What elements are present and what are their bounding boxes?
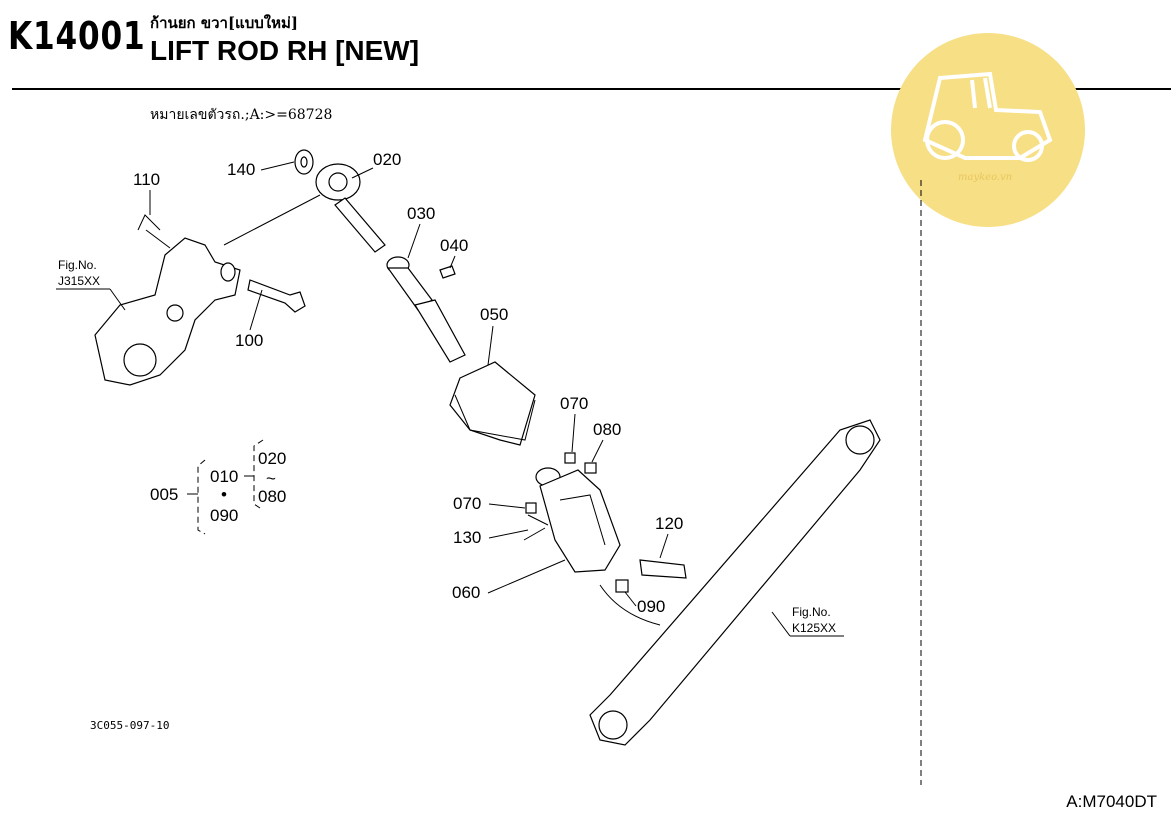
turnbuckle-030 <box>386 256 466 363</box>
bolt-070-lower <box>525 502 537 514</box>
fitting-080 <box>584 462 597 474</box>
callout: 110 <box>133 170 160 189</box>
serial-note: หมายเลขตัวรถ.;A:>=68728 <box>150 107 333 123</box>
callout: 040 <box>440 236 468 255</box>
watermark-circle <box>891 33 1085 227</box>
lower-link <box>589 419 881 746</box>
assembly-extra: 090 <box>210 506 238 525</box>
fig-ref-line1: Fig.No. <box>58 258 97 272</box>
assembly-tilde: ~ <box>266 469 276 488</box>
callout: 020 <box>373 150 401 169</box>
leader-lines <box>149 161 669 607</box>
part-code: K14001 <box>8 14 146 58</box>
bolt-070 <box>564 452 576 464</box>
assembly-index: 005 010 • 090 020 ~ 080 <box>150 439 286 535</box>
lift-arm <box>94 194 321 386</box>
model-label: A:M7040DT <box>1066 792 1157 811</box>
bracket-050 <box>449 361 536 446</box>
callout: 080 <box>593 420 621 439</box>
callout: 070 <box>453 494 481 513</box>
header-divider <box>12 88 1171 90</box>
assembly-range-end: 080 <box>258 487 286 506</box>
callout: 100 <box>235 331 263 350</box>
fig-ref-line2: K125XX <box>792 621 836 635</box>
page-title-thai: ก้านยก ขวา[แบบใหม่] <box>150 14 298 32</box>
callout: 130 <box>453 528 481 547</box>
assembly-range-start: 020 <box>258 449 286 468</box>
watermark-text: maykeo.vn <box>958 172 1012 183</box>
nut-090 <box>615 579 629 593</box>
callout: 060 <box>452 583 480 602</box>
callout: 140 <box>227 160 255 179</box>
tractor-icon <box>922 71 1053 162</box>
callout: 120 <box>655 514 683 533</box>
clip-pin-130 <box>523 514 549 541</box>
callout: 090 <box>637 597 665 616</box>
callout: 030 <box>407 204 435 223</box>
watermark-logo: maykeo.vn <box>891 33 1085 227</box>
clip-pin-110 <box>137 214 171 249</box>
pin-100 <box>247 279 306 313</box>
assembly-sub: 010 <box>210 467 238 486</box>
assembly-dot: • <box>221 485 227 504</box>
page-title: LIFT ROD RH [NEW] <box>150 35 420 66</box>
fig-ref-line1: Fig.No. <box>792 605 831 619</box>
rod-end-020 <box>315 163 386 253</box>
callout: 050 <box>480 305 508 324</box>
fig-ref-line2: J315XX <box>58 274 100 288</box>
assembly-main: 005 <box>150 485 178 504</box>
fitting-040 <box>439 265 456 279</box>
pin-120 <box>639 559 687 579</box>
drawing-reference: 3C055-097-10 <box>90 719 170 732</box>
callout: 070 <box>560 394 588 413</box>
clevis-060 <box>535 467 621 573</box>
rotation-arrow <box>599 584 661 626</box>
